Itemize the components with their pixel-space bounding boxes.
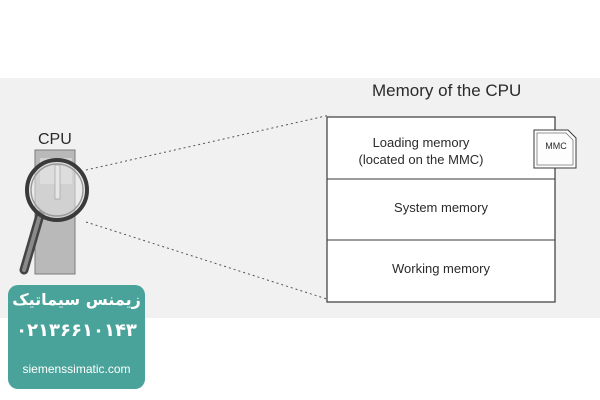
cpu-label: CPU (38, 131, 72, 148)
system-memory-label: System memory (394, 200, 488, 215)
magnifier-icon (19, 158, 89, 275)
watermark-box (8, 285, 145, 389)
loading-memory-line-2: (located on the MMC) (358, 152, 484, 167)
watermark-title: زیمنس سیماتیک (12, 290, 141, 309)
working-memory-label: Working memory (391, 261, 490, 276)
memory-title: Memory of the CPU (372, 81, 522, 100)
memory-box (326, 116, 556, 303)
memory-row-loading: Loading memory (located on the MMC) (327, 134, 555, 168)
mmc-label: MMC (545, 141, 567, 151)
memory-row-working: Working memory (327, 260, 555, 277)
watermark-phone: ۰۲۱۳۶۶۱۰۱۴۳ (16, 320, 137, 341)
sd-card-icon (533, 129, 577, 169)
projection-line-top (85, 114, 331, 171)
loading-memory-line-1: Loading memory (372, 135, 470, 150)
memory-row-system: System memory (327, 199, 555, 216)
watermark-website: siemenssimatic.com (22, 362, 131, 376)
